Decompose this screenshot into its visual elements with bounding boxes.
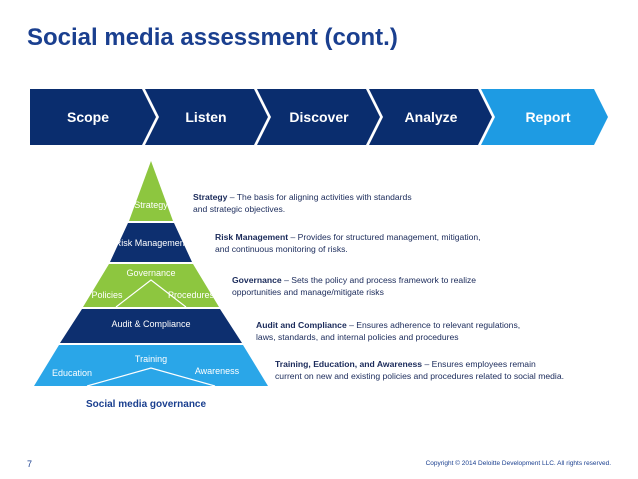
description-training-text: – Ensures employees remain <box>422 359 536 369</box>
description-governance-text: – Sets the policy and process framework … <box>281 275 477 285</box>
description-strategy-text-2: and strategic objectives. <box>193 204 286 214</box>
pyramid-tier-governance <box>83 264 219 307</box>
description-training-text-2: current on new and existing policies and… <box>275 371 565 381</box>
pyramid-tier-audit <box>60 309 242 343</box>
pyramid-procedures-label: Procedures <box>168 290 215 300</box>
pyramid-policies-label: Policies <box>91 290 123 300</box>
description-strategy-text: – The basis for aligning activities with… <box>227 192 412 202</box>
pyramid-audit-label: Audit & Compliance <box>111 319 190 329</box>
pyramid-strategy-label: Strategy <box>134 200 168 210</box>
description-audit-text: – Ensures adherence to relevant regulati… <box>346 320 521 330</box>
pyramid-tier-training <box>34 345 268 386</box>
chevron-discover-label: Discover <box>289 109 349 125</box>
description-audit-text-2: laws, standards, and internal policies a… <box>256 332 459 342</box>
description-audit: Audit and Compliance – Ensures adherence… <box>256 319 520 343</box>
copyright-notice: Copyright © 2014 Deloitte Development LL… <box>425 460 611 467</box>
description-strategy: Strategy – The basis for aligning activi… <box>193 191 412 215</box>
pyramid-training-label: Training <box>135 354 167 364</box>
description-training: Training, Education, and Awareness – Ens… <box>275 358 564 382</box>
chevron-analyze: Analyze <box>369 89 492 145</box>
chevron-analyze-label: Analyze <box>405 109 458 125</box>
chevron-report-label: Report <box>525 109 570 125</box>
description-training-term: Training, Education, and Awareness <box>275 359 423 369</box>
chevron-scope-label: Scope <box>67 109 109 125</box>
pyramid-risk-label: Risk Management <box>115 238 188 248</box>
pyramid-education-label: Education <box>52 368 92 378</box>
description-strategy-term: Strategy <box>193 192 228 202</box>
description-governance-text-2: opportunities and manage/mitigate risks <box>232 287 384 297</box>
description-risk-text: – Provides for structured management, mi… <box>288 232 481 242</box>
pyramid-tier-strategy <box>129 161 173 221</box>
pyramid-governance-label: Governance <box>126 268 175 278</box>
pyramid-tier-risk <box>110 223 192 262</box>
page-title: Social media assessment (cont.) <box>27 24 398 51</box>
governance-pyramid: Strategy Risk Management Governance Poli… <box>34 161 268 387</box>
pyramid-awareness-label: Awareness <box>195 366 240 376</box>
description-audit-term: Audit and Compliance <box>256 320 347 330</box>
description-risk: Risk Management – Provides for structure… <box>215 231 481 255</box>
chevron-report: Report <box>481 89 608 145</box>
description-risk-text-2: and continuous monitoring of risks. <box>215 244 348 254</box>
pyramid-caption: Social media governance <box>86 399 207 410</box>
page-number: 7 <box>27 459 33 469</box>
description-governance-term: Governance <box>232 275 282 285</box>
chevron-listen-label: Listen <box>185 109 226 125</box>
description-risk-term: Risk Management <box>215 232 289 242</box>
chevron-discover: Discover <box>257 89 380 145</box>
chevron-listen: Listen <box>145 89 268 145</box>
pyramid-training-divider <box>86 367 216 387</box>
description-governance: Governance – Sets the policy and process… <box>232 274 476 298</box>
chevron-scope: Scope <box>30 89 156 145</box>
pyramid-governance-divider <box>115 279 187 308</box>
